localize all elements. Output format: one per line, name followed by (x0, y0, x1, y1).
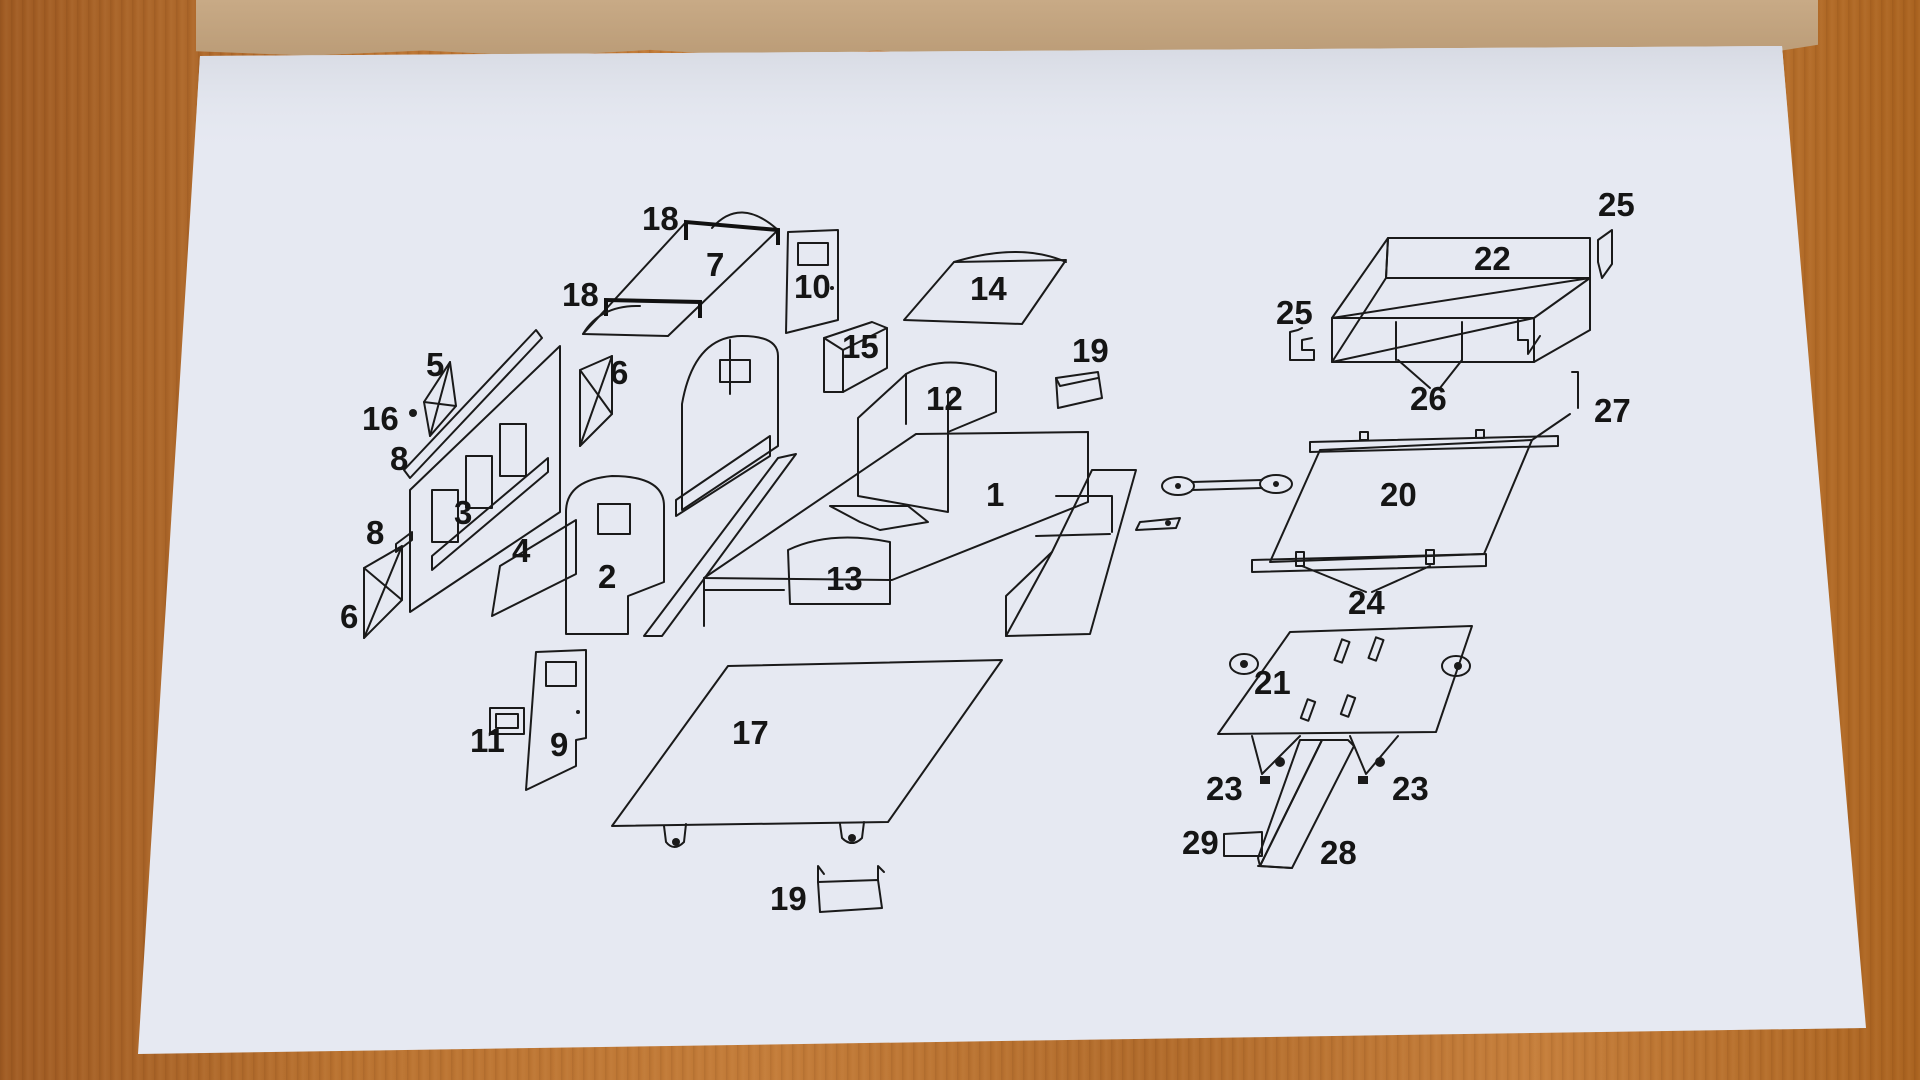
part-label-7: 7 (706, 246, 724, 283)
part-label-24: 24 (1348, 584, 1385, 621)
part-1-chassis (643, 431, 1137, 637)
part-27-hook (1571, 371, 1579, 409)
part-19-block-lower (817, 865, 885, 913)
part-label-29: 29 (1182, 824, 1219, 861)
part-label-26: 26 (1410, 380, 1447, 417)
part-21-tender-chassis (1217, 625, 1473, 735)
part-label-16: 16 (362, 400, 399, 437)
part-28-beam (1257, 739, 1355, 869)
part-label-1: 1 (986, 476, 1004, 513)
part-label-8-lower: 8 (366, 514, 384, 551)
part-label-10: 10 (794, 268, 831, 305)
part-label-15: 15 (842, 328, 879, 365)
part-29-pin (1223, 831, 1263, 857)
part-label-9: 9 (550, 726, 568, 763)
part-label-25-right: 25 (1598, 186, 1635, 223)
part-label-13: 13 (826, 560, 863, 597)
cab-rear-wall (675, 335, 779, 517)
part-5-window-frame (423, 361, 457, 437)
part-label-8-upper: 8 (390, 440, 408, 477)
part-6-window-upper (579, 355, 613, 447)
part-12-cab-block (857, 361, 997, 513)
coupling-hook (1135, 517, 1181, 531)
part-18-rails-upper (684, 219, 780, 245)
part-label-12: 12 (926, 380, 963, 417)
part-label-20: 20 (1380, 476, 1417, 513)
part-label-27: 27 (1594, 392, 1631, 429)
part-label-2: 2 (598, 558, 616, 595)
part-17-floor-plate (611, 659, 1003, 848)
part-25-bracket-right (1597, 229, 1613, 279)
part-label-5: 5 (426, 346, 444, 383)
part-label-22: 22 (1474, 240, 1511, 277)
part-3-side-panel (409, 345, 561, 613)
part-label-6-upper: 6 (610, 354, 628, 391)
part-26-pointer-lines (1397, 359, 1463, 389)
part-23-wheel-left (1251, 735, 1301, 784)
drawbar-rod (1161, 474, 1293, 496)
part-label-3: 3 (454, 494, 472, 531)
part-14-roof-panel (903, 251, 1067, 325)
paper-shadow (138, 46, 1866, 1054)
part-23-wheel-right (1349, 735, 1399, 784)
part-label-19-upper: 19 (1072, 332, 1109, 369)
part-label-18-upper: 18 (642, 200, 679, 237)
part-22-tender-tub (1331, 237, 1591, 363)
part-label-11: 11 (470, 722, 505, 759)
part-15-box (823, 321, 888, 393)
part-20-tender-deck (1251, 413, 1571, 573)
part-label-21: 21 (1254, 664, 1291, 701)
part-label-14: 14 (970, 270, 1007, 307)
part-13-front-block (787, 505, 929, 605)
part-label-23-right: 23 (1392, 770, 1429, 807)
part-11-small-frame (489, 707, 525, 735)
part-label-18-lower: 18 (562, 276, 599, 313)
part-16-knob (409, 409, 417, 417)
part-25-bracket-left (1289, 327, 1315, 361)
part-label-17: 17 (732, 714, 769, 751)
part-2-cab-front (565, 475, 665, 635)
part-label-25-left: 25 (1276, 294, 1313, 331)
part-label-4: 4 (512, 532, 531, 569)
part-18-rails-lower (582, 297, 702, 335)
part-19-block-upper (1055, 371, 1103, 409)
part-8-strip-upper (403, 329, 543, 479)
part-6-window-lower (363, 545, 403, 639)
part-label-28: 28 (1320, 834, 1357, 871)
part-label-6-lower: 6 (340, 598, 358, 635)
part-label-23-left: 23 (1206, 770, 1243, 807)
part-24-pointer-lines (1301, 565, 1431, 593)
part-9-door-panel (525, 649, 587, 791)
part-10-door (785, 229, 839, 334)
part-4-panel (491, 519, 577, 617)
part-label-19-lower: 19 (770, 880, 807, 917)
